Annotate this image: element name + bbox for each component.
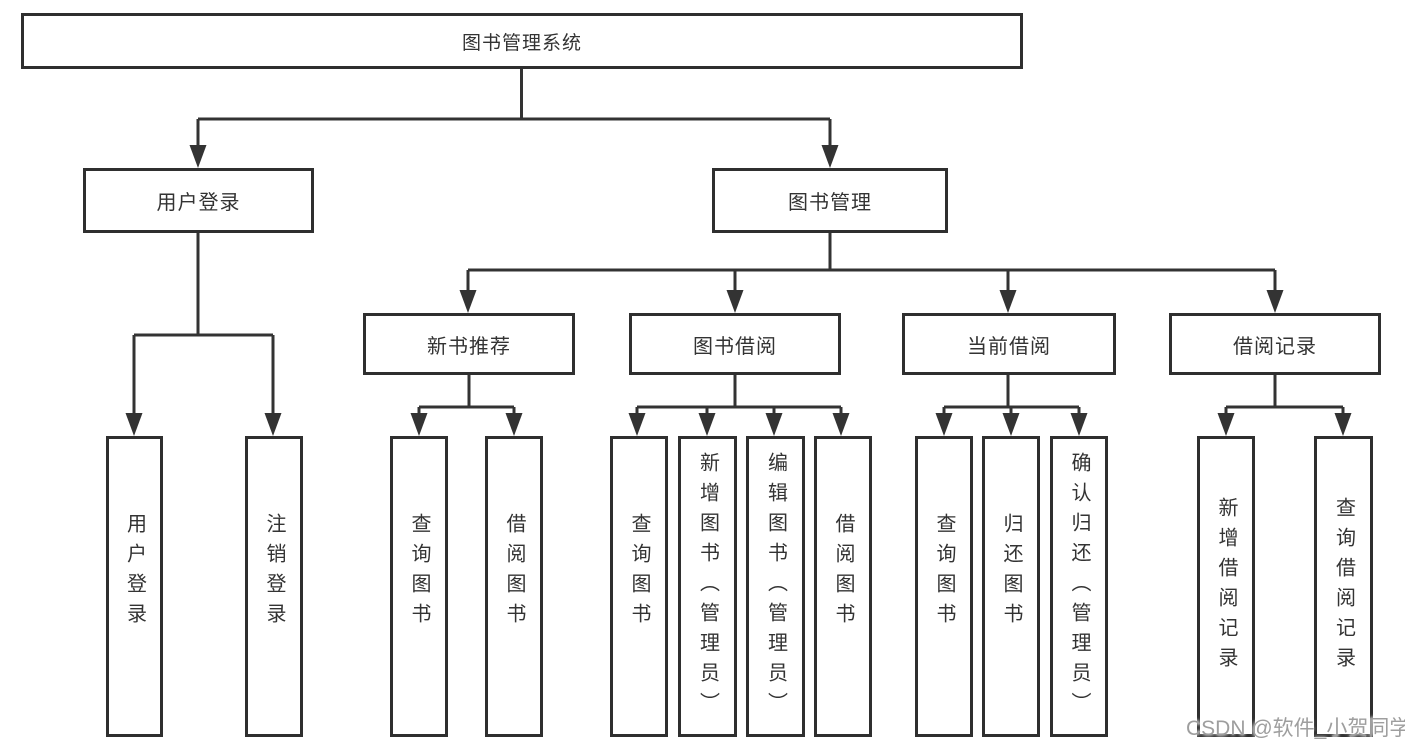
node-label: 借阅图书 bbox=[503, 512, 525, 633]
leaf-edit-book-admin: 编辑图书（管理员） bbox=[746, 436, 805, 737]
node-library-management-system: 图书管理系统 bbox=[21, 13, 1023, 69]
watermark: CSDN @软件_小贺同学 bbox=[1186, 717, 1405, 740]
node-label: 注销登录 bbox=[263, 512, 285, 633]
node-label: 确认归还（管理员） bbox=[1068, 451, 1090, 722]
node-label: 当前借阅 bbox=[967, 335, 1051, 358]
arrowheads bbox=[125, 145, 1352, 436]
node-label: 查询借阅记录 bbox=[1332, 496, 1355, 677]
leaf-query-borrow-record: 查询借阅记录 bbox=[1314, 436, 1373, 737]
node-label: 图书管理系统 bbox=[461, 32, 582, 54]
leaf-add-book-admin: 新增图书（管理员） bbox=[678, 436, 737, 737]
leaf-query-books: 查询图书 bbox=[390, 436, 448, 737]
leaf-borrow-books: 借阅图书 bbox=[485, 436, 543, 737]
node-label: 用户登录 bbox=[156, 192, 241, 214]
leaf-user-login: 用户登录 bbox=[106, 436, 163, 737]
node-label: 查询图书 bbox=[628, 512, 650, 633]
node-current-borrowing: 当前借阅 bbox=[902, 313, 1116, 375]
node-label: 查询图书 bbox=[933, 512, 955, 633]
node-book-management: 图书管理 bbox=[712, 168, 948, 233]
node-book-borrowing: 图书借阅 bbox=[629, 313, 841, 375]
node-new-book-recommendation: 新书推荐 bbox=[363, 313, 575, 375]
node-label: 图书管理 bbox=[788, 192, 872, 214]
node-label: 用户登录 bbox=[123, 512, 146, 633]
node-label: 新增图书（管理员） bbox=[696, 451, 719, 722]
node-label: 新书推荐 bbox=[427, 335, 511, 358]
leaf-confirm-return-admin: 确认归还（管理员） bbox=[1050, 436, 1108, 737]
node-label: 图书借阅 bbox=[693, 335, 777, 358]
node-label: 借阅图书 bbox=[832, 512, 854, 633]
node-label: 编辑图书（管理员） bbox=[764, 451, 787, 722]
node-label: 新增借阅记录 bbox=[1215, 496, 1237, 677]
node-user-login: 用户登录 bbox=[83, 168, 314, 233]
leaf-query-books: 查询图书 bbox=[915, 436, 973, 737]
leaf-borrow-books: 借阅图书 bbox=[814, 436, 872, 737]
node-label: 查询图书 bbox=[408, 512, 430, 633]
leaf-return-books: 归还图书 bbox=[982, 436, 1040, 737]
leaf-query-books: 查询图书 bbox=[610, 436, 668, 737]
leaf-logout: 注销登录 bbox=[245, 436, 303, 737]
node-label: 归还图书 bbox=[1000, 512, 1022, 633]
leaf-add-borrow-record: 新增借阅记录 bbox=[1197, 436, 1255, 737]
node-borrowing-records: 借阅记录 bbox=[1169, 313, 1381, 375]
node-label: 借阅记录 bbox=[1233, 335, 1317, 358]
